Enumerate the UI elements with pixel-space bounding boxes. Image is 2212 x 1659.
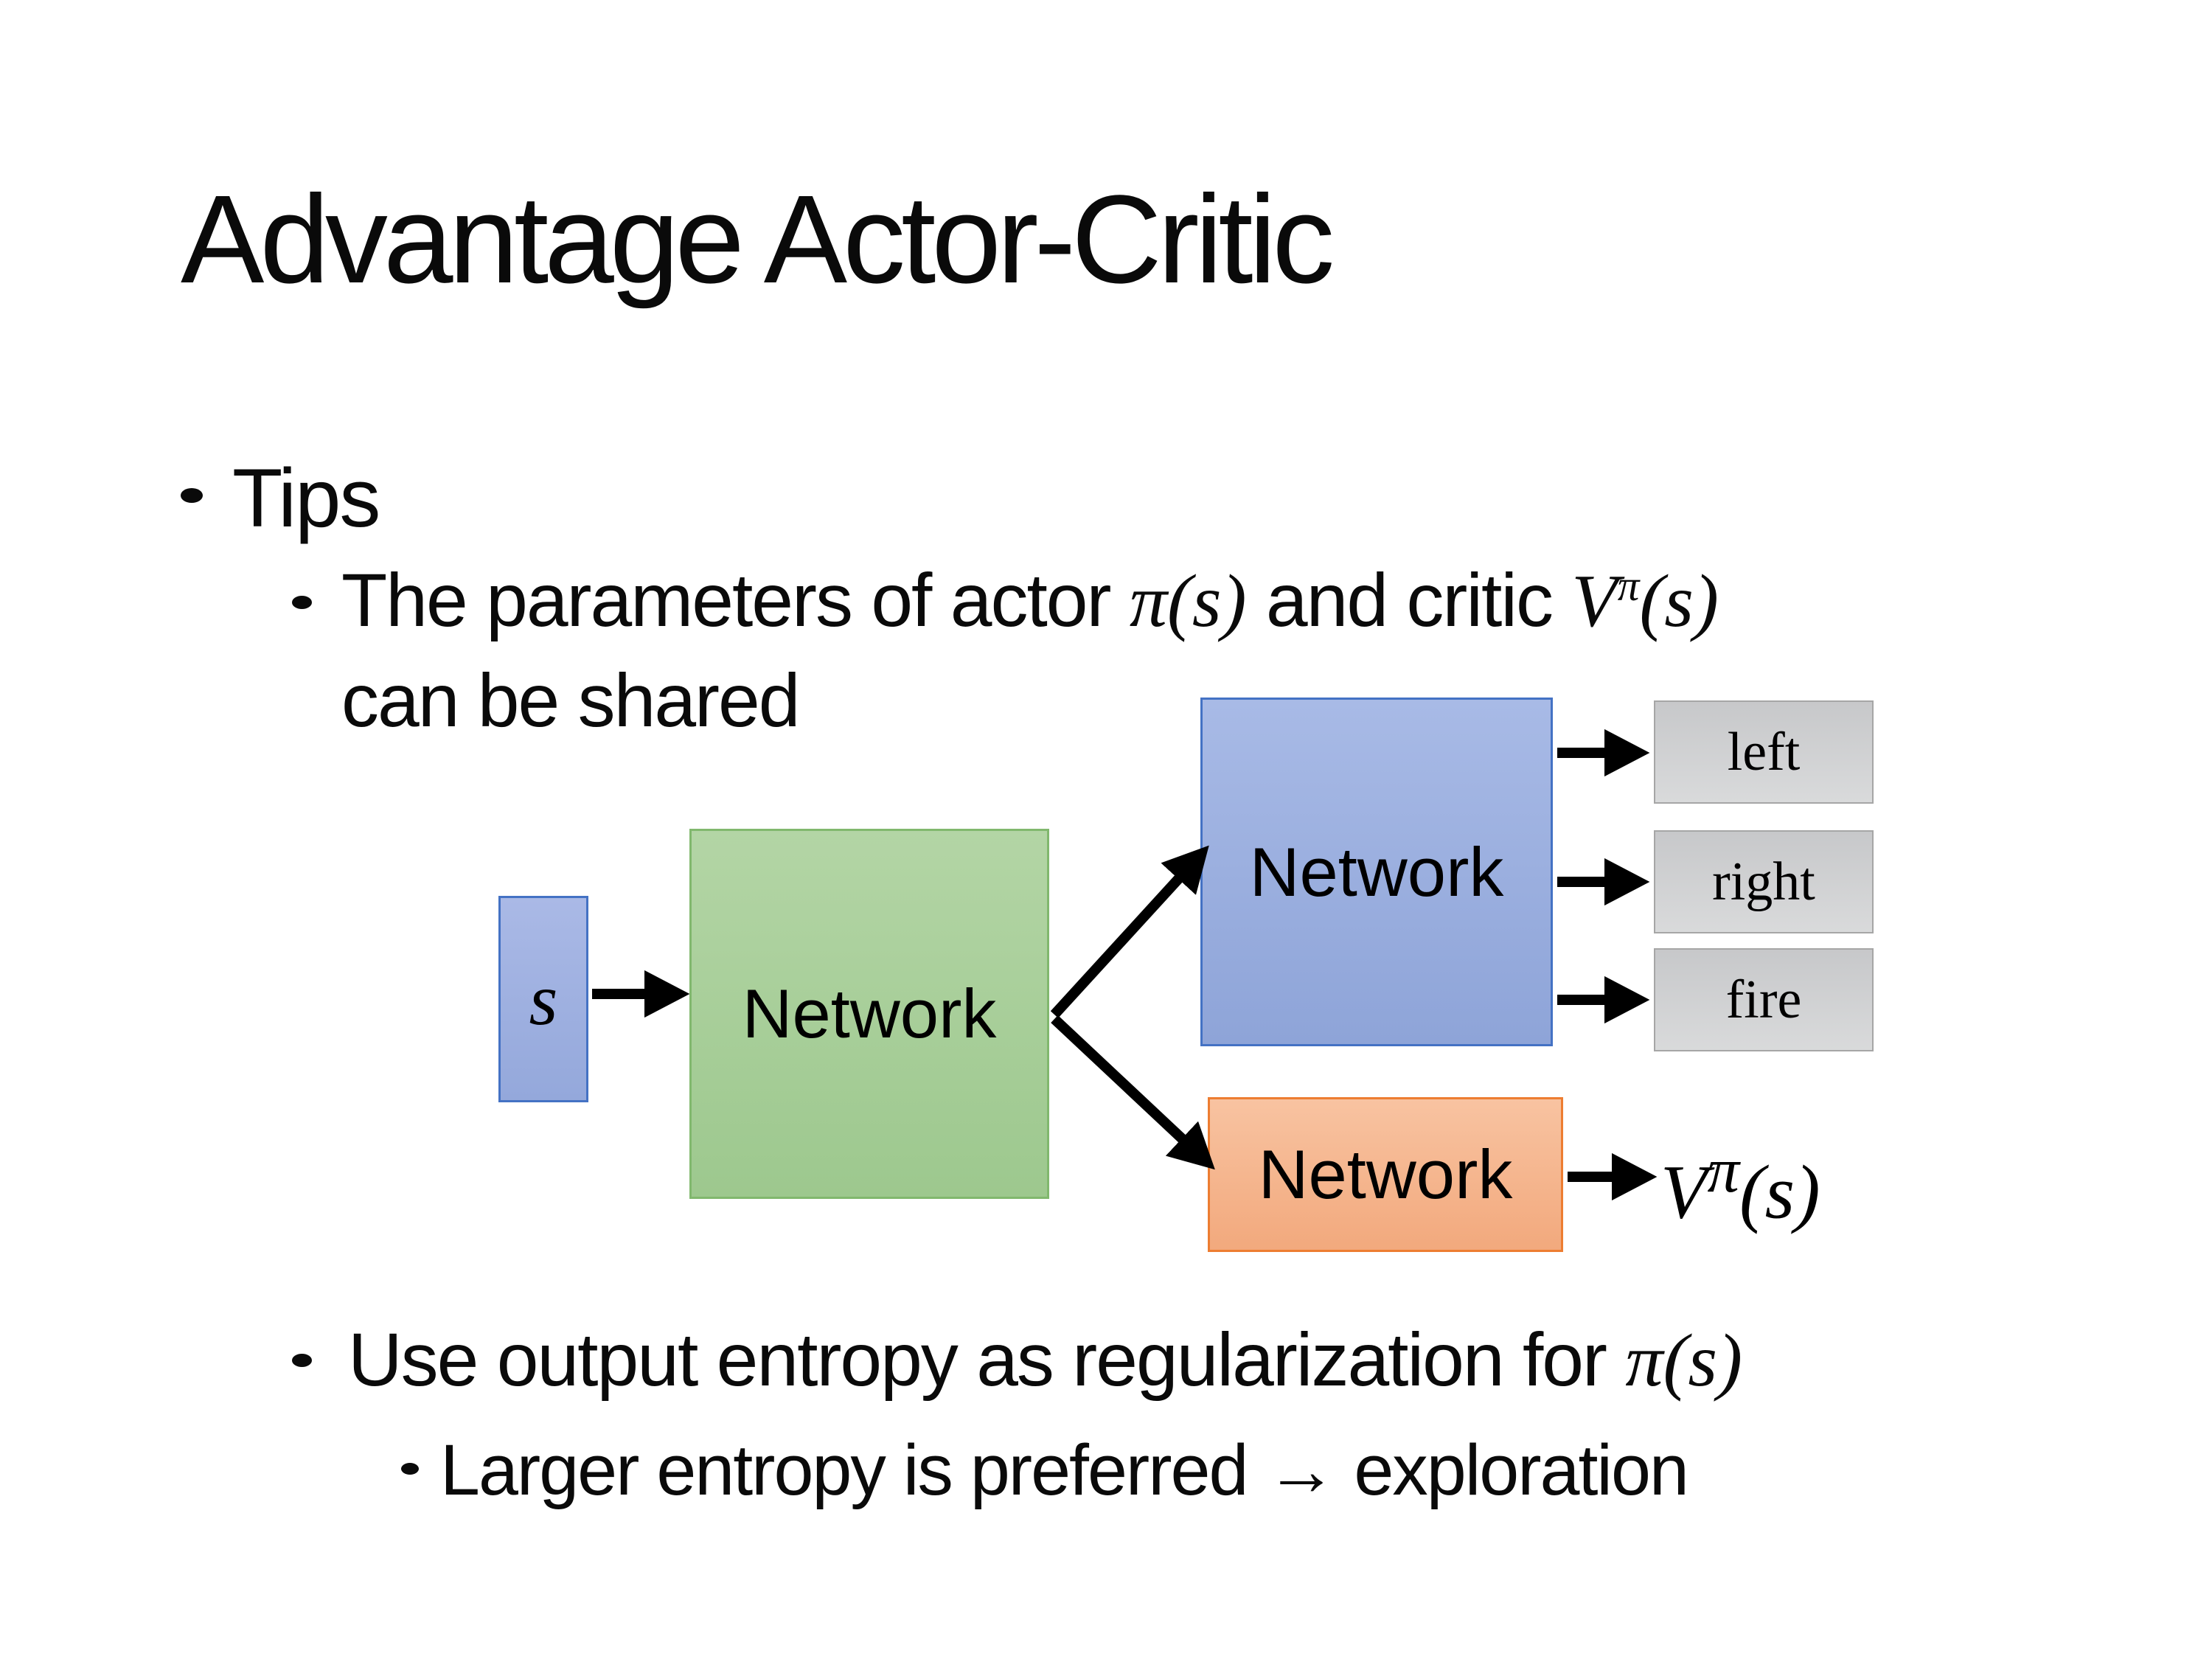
arrow-shared-to-critic [1051,1015,1215,1170]
action-node-fire: fire [1654,948,1874,1051]
action-label-fire: fire [1725,969,1802,1030]
value-arg: (s) [1739,1150,1820,1235]
math-v-arg: (s) [1639,560,1719,643]
shared-network-label: Network [742,975,997,1052]
bullet-parameters-line2: can be shared [341,658,800,742]
bullet-larger-entropy: Larger entropy is preferred → exploratio… [440,1430,1689,1510]
math-v-pi-s: Vπ(s) [1571,560,1719,643]
value-base: V [1660,1150,1708,1235]
bullet-icon [292,596,312,609]
math-pi-s: π(s) [1129,560,1247,643]
actor-network-label: Network [1249,832,1504,911]
text-segment: The parameters of actor [341,558,1130,642]
value-output-label: Vπ(s) [1660,1135,1820,1235]
bullet-icon [181,488,203,503]
math-v-sup: π [1617,561,1640,610]
slide-title: Advantage Actor-Critic [181,170,1335,310]
arrow-shared-to-actor [1050,845,1209,1018]
bullet-parameters-line1: The parameters of actor π(s) and critic … [341,557,1719,644]
action-label-left: left [1727,721,1801,782]
action-node-left: left [1654,700,1874,804]
math-v-base: V [1571,560,1618,643]
bullet-tips: Tips [232,452,380,544]
action-node-right: right [1654,830,1874,933]
critic-network-label: Network [1258,1135,1513,1213]
state-input-node: s [498,896,588,1102]
bullet-icon [292,1354,312,1367]
critic-network-node: Network [1208,1097,1563,1252]
text-segment: and critic [1246,558,1572,642]
text-segment: Use output entropy as regularization for [348,1318,1626,1402]
actor-network-node: Network [1200,698,1553,1046]
value-sup: π [1707,1135,1739,1206]
action-label-right: right [1712,851,1815,912]
state-input-label: s [529,958,558,1040]
math-pi-s: π(s) [1625,1319,1743,1402]
bullet-icon [401,1463,419,1475]
bullet-entropy: Use output entropy as regularization for… [348,1317,1742,1404]
shared-network-node: Network [689,829,1049,1199]
